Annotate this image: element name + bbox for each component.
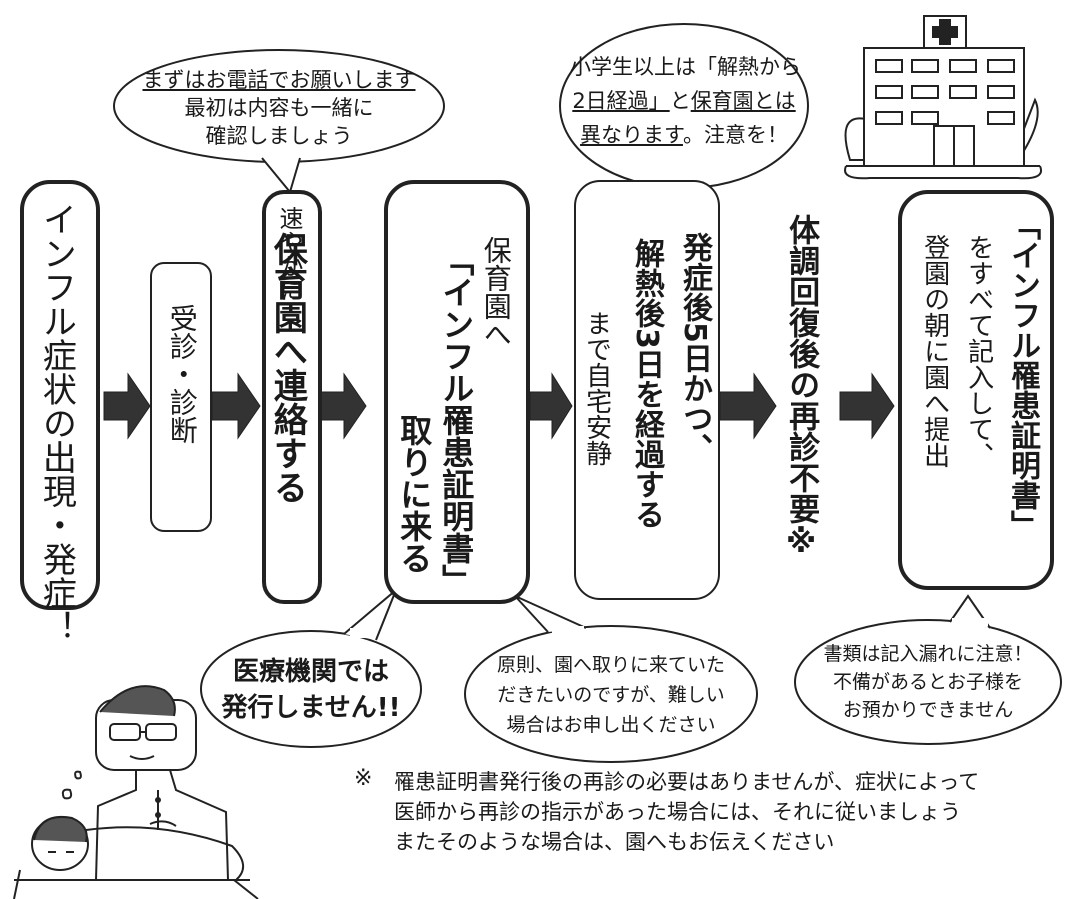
school-bubble-line3-part1: 異なります — [580, 123, 683, 147]
arrow-6 — [839, 372, 895, 440]
step-certificate-col1: 保育園へ — [479, 236, 513, 348]
pickup-bubble — [464, 625, 758, 763]
step-rest-col2: 解熱後3日を経過する — [629, 238, 664, 529]
phone-bubble-line1-part3: でお願いします — [268, 68, 416, 92]
step-submit-box: 「インフル罹患証明書」 をすべて記入して、 登園の朝に園へ提出 — [898, 190, 1054, 590]
note-mark: ※ — [354, 766, 373, 791]
step-certificate-col2: 「インフル罹患証明書」 — [437, 244, 476, 596]
phone-bubble-line3: 確認しましょう — [205, 124, 353, 148]
pickup-bubble-line2: だきたいのですが、難しい — [497, 684, 725, 706]
school-bubble-line3-part2: 。注意を！ — [682, 123, 788, 147]
step-exam-box: 受診・診断 — [150, 262, 212, 532]
hospital-icon — [844, 15, 1042, 180]
step-contact-col2: 保育園へ連絡する — [267, 232, 308, 504]
school-bubble-line2-part1: 2日経過」 — [572, 89, 670, 113]
arrow-3 — [317, 372, 367, 440]
school-bubble-line1: 小学生以上は「解熱から — [570, 55, 801, 79]
documents-bubble-text: 書類は記入漏れに注意！ 不備があるとお子様を お預かりできません — [800, 640, 1056, 724]
documents-bubble-line2: 不備があるとお子様を — [832, 671, 1023, 693]
step-rest-col3: まで自宅安静 — [581, 310, 612, 466]
step-contact-col1: 速やかに — [275, 206, 303, 302]
step-submit-col1: 「インフル罹患証明書」 — [1005, 210, 1040, 540]
arrow-5 — [719, 372, 777, 440]
school-bubble-line2-part2: と — [669, 89, 691, 113]
medical-bubble-text: 医療機関では 発行しません!! — [206, 654, 416, 726]
step-submit-col2: をすべて記入して、 — [963, 234, 994, 468]
step-exam-text: 受診・診断 — [165, 304, 199, 444]
step-contact-box: 速やかに 保育園へ連絡する — [262, 190, 322, 604]
medical-bubble-line2: 発行しません!! — [221, 693, 401, 723]
pickup-bubble-line3: 場合はお申し出ください — [506, 714, 716, 736]
step-certificate-box: 保育園へ 「インフル罹患証明書」 取りに来る — [384, 180, 530, 604]
arrow-2 — [211, 372, 261, 440]
step-rest-box: 発症後5日かつ、 解熱後3日を経過する まで自宅安静 — [574, 180, 720, 600]
school-bubble-text: 小学生以上は「解熱から 2日経過」と保育園とは 異なります。注意を！ — [570, 50, 801, 152]
parent-child-illustration — [13, 685, 259, 899]
medical-bubble — [200, 630, 422, 748]
phone-bubble-line1-part1: まずは — [142, 68, 206, 92]
arrow-1 — [103, 372, 151, 440]
phone-bubble-tail — [261, 157, 301, 195]
pickup-bubble-text: 原則、園へ取りに来ていた だきたいのですが、難しい 場合はお申し出ください — [474, 650, 748, 740]
note-line3: またそのような場合は、園へもお伝えください — [394, 830, 835, 854]
medical-bubble-line1: 医療機関では — [232, 657, 389, 687]
pickup-bubble-line1: 原則、園へ取りに来ていた — [496, 654, 725, 676]
step-onset-text: インフル症状の出現・発症！ — [36, 202, 77, 644]
step-onset-box: インフル症状の出現・発症！ — [20, 180, 100, 644]
documents-bubble-line1: 書類は記入漏れに注意！ — [823, 643, 1033, 665]
documents-bubble-line3: お預かりできません — [842, 699, 1014, 721]
step-certificate-col3: 取りに来る — [395, 414, 434, 574]
arrow-4 — [529, 372, 573, 440]
phone-bubble-line1-part2: お電話 — [205, 68, 269, 92]
school-bubble-line2-part3: 保育園とは — [690, 89, 796, 113]
phone-bubble-text: まずはお電話でお願いします 最初は内容も一緒に 確認しましょう — [134, 66, 424, 150]
phone-bubble-line2: 最初は内容も一緒に — [184, 96, 374, 120]
documents-bubble — [794, 619, 1062, 745]
note-line1: 罹患証明書発行後の再診の必要はありませんが、症状によって — [394, 770, 980, 794]
step-recovery-text: 体調回復後の再診不要※ — [783, 214, 820, 560]
step-submit-col3: 登園の朝に園へ提出 — [919, 234, 950, 468]
step-rest-col1: 発症後5日かつ、 — [677, 232, 712, 463]
note-line2: 医師から再診の指示があった場合には、それに従いましょう — [394, 800, 961, 824]
